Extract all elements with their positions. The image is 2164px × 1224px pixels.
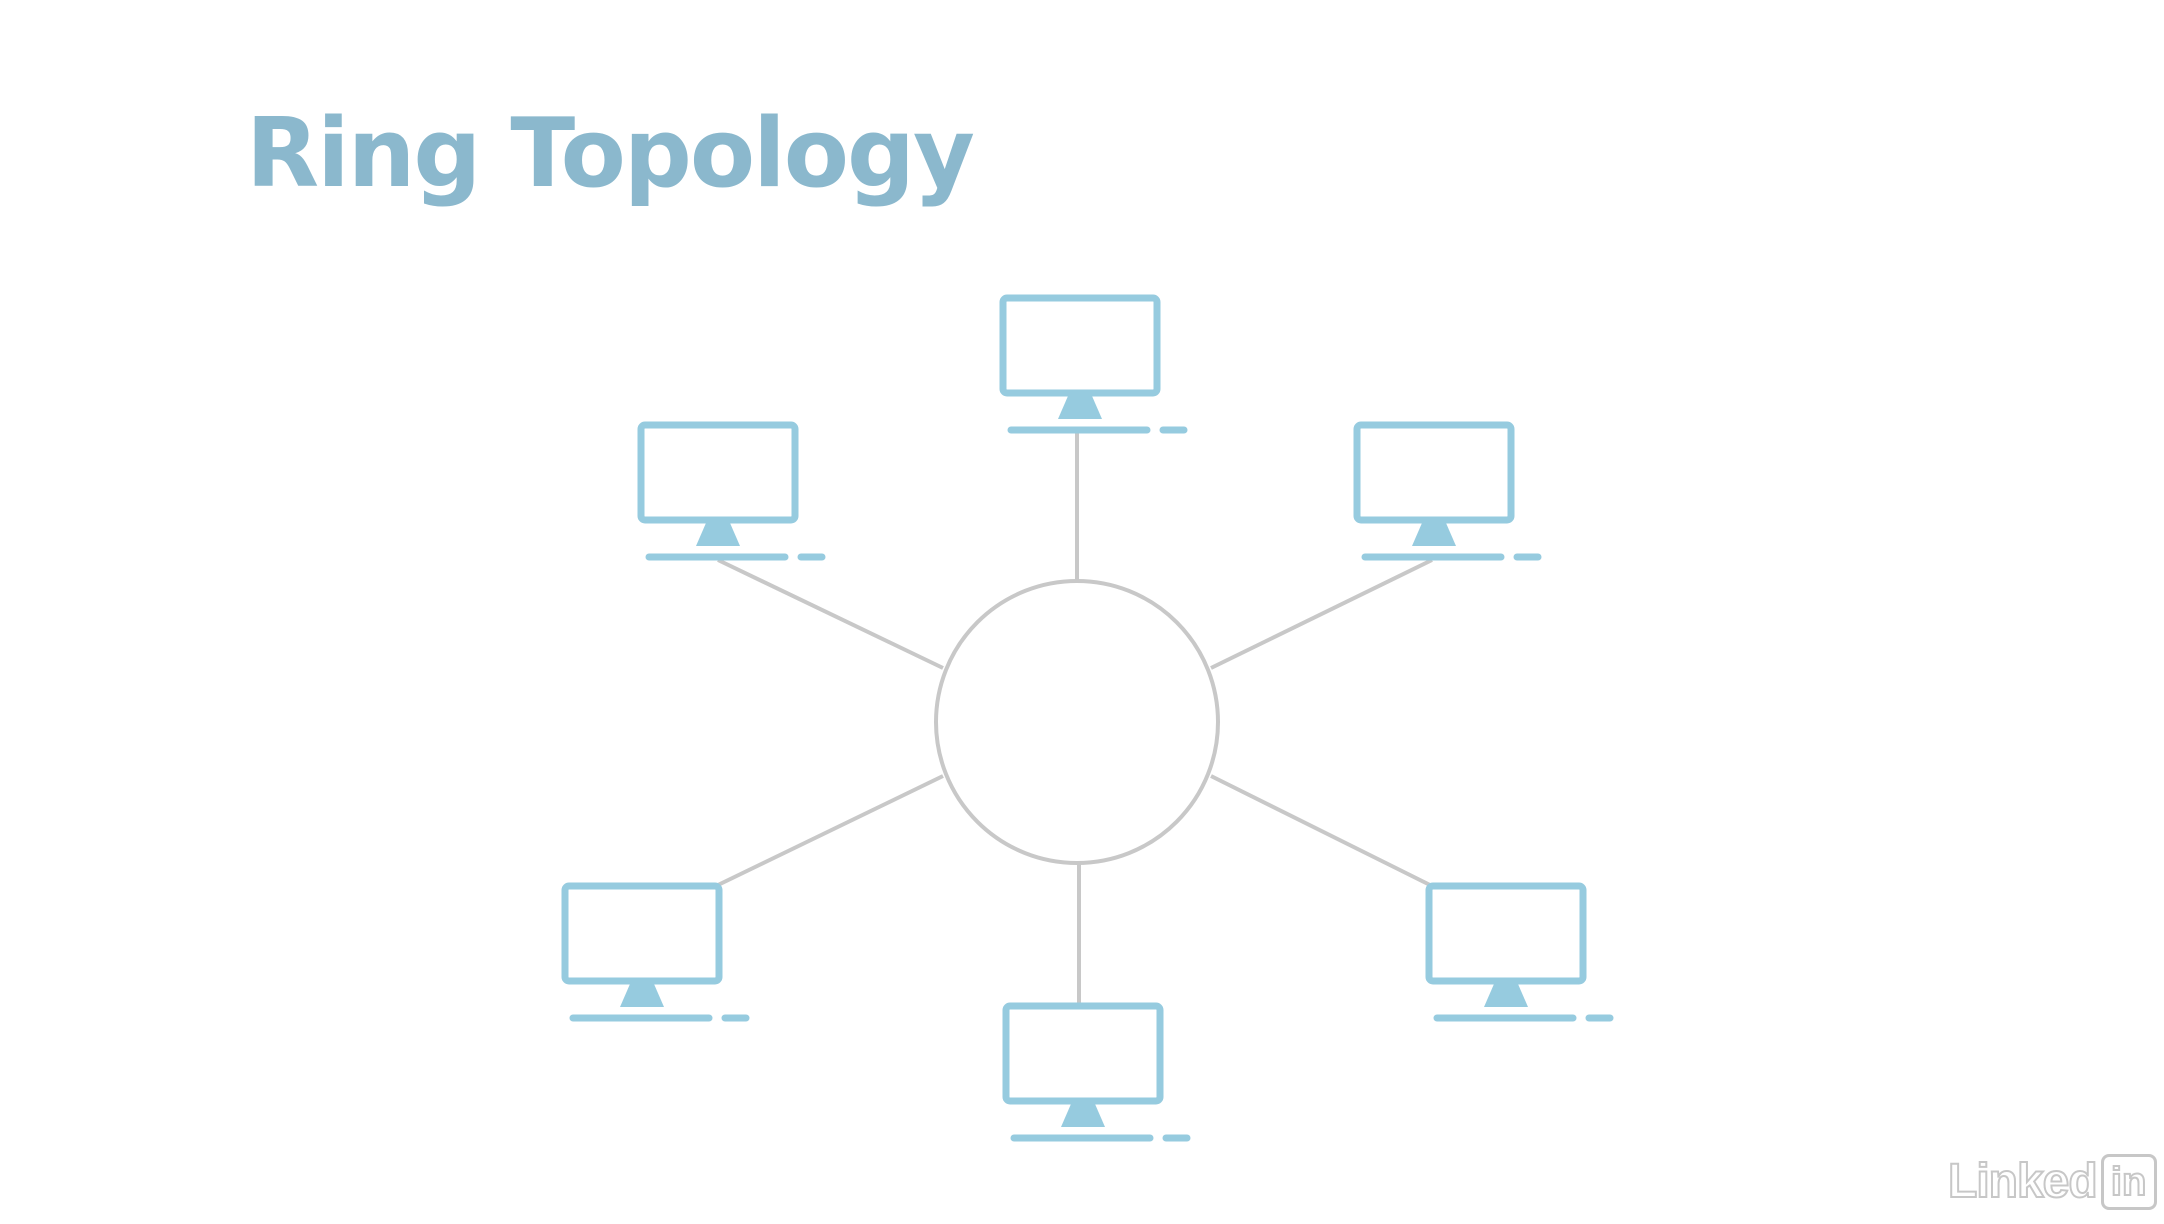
ring-hub-circle <box>934 579 1220 865</box>
monitor-screen <box>637 421 799 524</box>
monitor-stand <box>696 523 740 546</box>
monitor-stand <box>1484 984 1528 1007</box>
monitor-screen <box>999 294 1161 397</box>
linkedin-in-logo-icon: in <box>2100 1154 2157 1210</box>
linkedin-watermark: Linked in <box>1947 1153 2157 1211</box>
computer-nodes <box>561 294 1614 1142</box>
computer-lower-left-desktop-monitor-icon <box>561 882 750 1022</box>
linkedin-wordmark: Linked <box>1947 1155 2099 1208</box>
monitor-screen <box>1002 1002 1164 1105</box>
connection-line <box>1210 774 1431 887</box>
linkedin-in-logo-text: in <box>2110 1160 2148 1204</box>
connection-line <box>717 558 944 670</box>
computer-upper-left-desktop-monitor-icon <box>637 421 826 561</box>
computer-upper-right-desktop-monitor-icon <box>1353 421 1542 561</box>
monitor-screen <box>1425 882 1587 985</box>
monitor-stand <box>1058 396 1102 419</box>
computer-bottom-desktop-monitor-icon <box>1002 1002 1191 1142</box>
computer-lower-right-desktop-monitor-icon <box>1425 882 1614 1022</box>
connection-line <box>1210 558 1433 670</box>
connection-line <box>717 774 944 887</box>
monitor-screen <box>561 882 723 985</box>
connection-lines <box>717 433 1433 1003</box>
monitor-stand <box>620 984 664 1007</box>
monitor-stand <box>1412 523 1456 546</box>
computer-top-desktop-monitor-icon <box>999 294 1188 434</box>
slide-title: Ring Topology <box>246 99 975 209</box>
monitor-stand <box>1061 1104 1105 1127</box>
monitor-screen <box>1353 421 1515 524</box>
